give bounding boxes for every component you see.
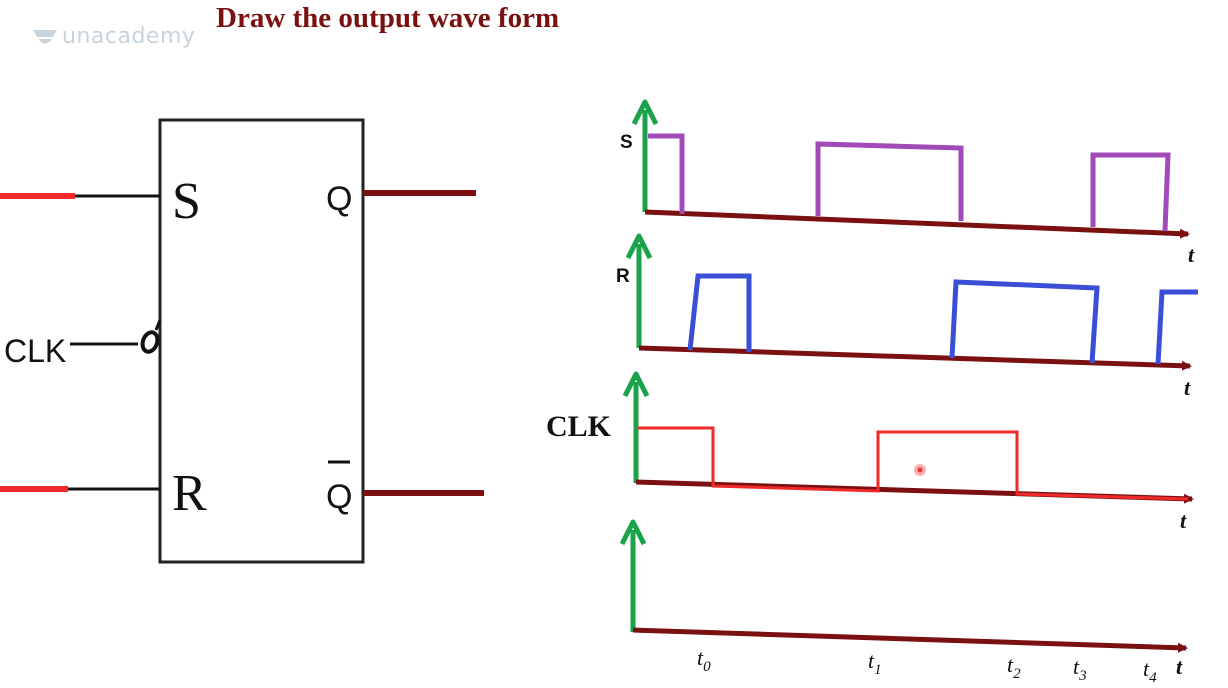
time-mark-t4: t4 <box>1143 656 1157 686</box>
clk-axis-t-label: t <box>1180 508 1187 533</box>
output-time-axis <box>632 627 1188 653</box>
output-axis-arrow-icon <box>619 519 647 546</box>
r-axis-arrow-icon <box>625 233 653 260</box>
clk-axis-arrow-icon <box>622 371 650 398</box>
r-pulse-3 <box>1155 289 1198 365</box>
output-waveform-panel: t t0 t1 t2 t3 t4 <box>619 519 1188 686</box>
clk-wave-label: CLK <box>546 410 612 443</box>
r-waveform-panel: R t <box>616 233 1198 400</box>
s-waveform-panel: S t <box>620 99 1195 267</box>
r-input-label: R <box>172 465 207 522</box>
s-wave-label: S <box>620 132 633 153</box>
s-axis-t-label: t <box>1188 242 1195 267</box>
unacademy-logo: unacademy <box>32 24 195 49</box>
time-mark-t0: t0 <box>697 645 711 675</box>
clk-waveform-panel: CLK t <box>546 371 1194 533</box>
flipflop-box <box>158 118 365 564</box>
output-axis-t-label: t <box>1176 654 1183 679</box>
time-mark-t2: t2 <box>1007 652 1021 682</box>
r-axis-t-label: t <box>1184 375 1191 400</box>
page-title: Draw the output wave form <box>216 2 560 34</box>
s-axis-arrow-icon <box>631 99 659 126</box>
logo-text: unacademy <box>62 24 196 49</box>
time-mark-t1: t1 <box>868 648 882 678</box>
q-output-label: Q <box>326 180 352 218</box>
clk-bubble-tail <box>154 319 162 331</box>
time-mark-t3: t3 <box>1073 654 1087 684</box>
r-time-axis <box>638 345 1192 371</box>
s-pulse-2 <box>815 141 964 221</box>
clk-signal <box>638 426 1189 501</box>
s-pulse-3 <box>1090 152 1171 232</box>
r-pulse-2 <box>949 279 1100 364</box>
s-time-axis <box>644 209 1190 239</box>
sr-flipflop: S R CLK Q Q <box>0 118 484 564</box>
r-pulse-1 <box>687 273 752 352</box>
pointer-dot <box>917 467 923 473</box>
s-pulse-1 <box>648 133 685 214</box>
r-wave-label: R <box>616 266 630 287</box>
qbar-output-label: Q <box>326 478 352 516</box>
clk-inversion-bubble <box>140 330 160 354</box>
clk-input-label: CLK <box>4 333 66 369</box>
s-input-label: S <box>172 173 201 230</box>
unacademy-logo-icon <box>33 29 57 43</box>
